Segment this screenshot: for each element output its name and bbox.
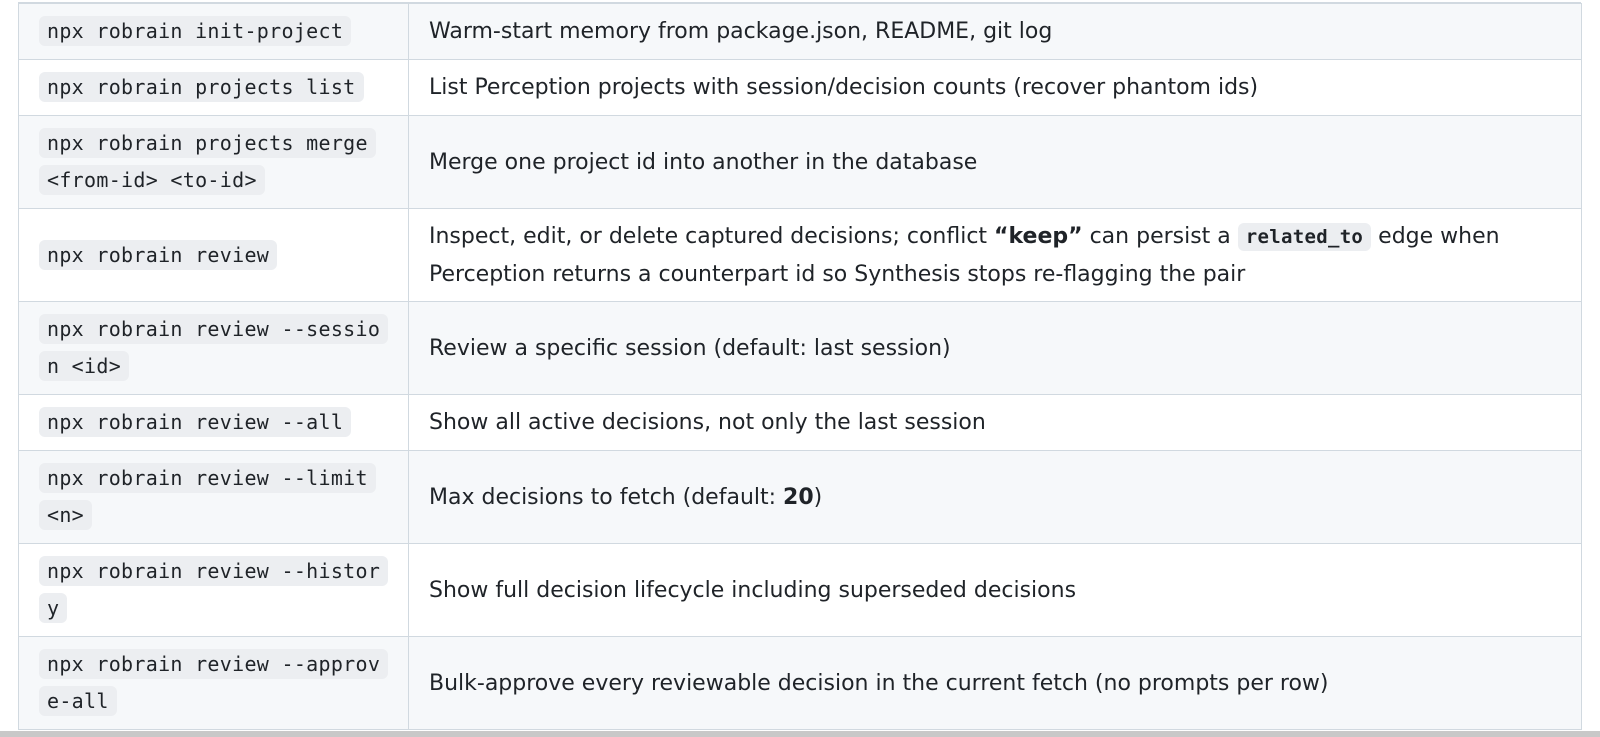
table-row: npx robrain review --session <id> Review… [18,301,1582,395]
commands-table: npx robrain init-project Warm-start memo… [18,3,1582,730]
table-row: npx robrain projects merge <from-id> <to… [18,115,1582,209]
command-cell: npx robrain projects merge <from-id> <to… [18,115,409,209]
description-cell: Max decisions to fetch (default: 20) [408,450,1582,544]
command-cell: npx robrain review --all [18,394,409,451]
horizontal-scrollbar[interactable] [0,731,1600,737]
default-value: 20 [783,484,814,510]
command-cell: npx robrain review --session <id> [18,301,409,395]
description-cell: Show all active decisions, not only the … [408,394,1582,451]
keep-emphasis: “keep” [994,223,1083,249]
table-row: npx robrain review --history Show full d… [18,543,1582,637]
command-code: npx robrain review --limit <n> [39,463,376,530]
command-code: npx robrain review --all [39,407,352,437]
command-code: npx robrain review --history [39,556,389,623]
command-cell: npx robrain projects list [18,59,409,116]
command-code: npx robrain projects merge <from-id> <to… [39,128,376,195]
description-cell: Review a specific session (default: last… [408,301,1582,395]
command-cell: npx robrain init-project [18,3,409,60]
commands-table-container: npx robrain init-project Warm-start memo… [18,2,1582,730]
description-cell: Inspect, edit, or delete captured decisi… [408,208,1582,302]
command-cell: npx robrain review --approve-all [18,636,409,730]
command-code: npx robrain review --session <id> [39,314,389,381]
description-cell: Show full decision lifecycle including s… [408,543,1582,637]
table-row: npx robrain review --limit <n> Max decis… [18,450,1582,544]
description-cell: List Perception projects with session/de… [408,59,1582,116]
command-code: npx robrain review --approve-all [39,649,389,716]
command-cell: npx robrain review --limit <n> [18,450,409,544]
command-code: npx robrain init-project [39,16,352,46]
description-cell: Bulk-approve every reviewable decision i… [408,636,1582,730]
description-cell: Merge one project id into another in the… [408,115,1582,209]
inline-code: related_to [1237,222,1372,251]
description-cell: Warm-start memory from package.json, REA… [408,3,1582,60]
table-row: npx robrain projects list List Perceptio… [18,59,1582,116]
command-code: npx robrain review [39,239,278,270]
command-cell: npx robrain review [18,208,409,302]
table-row: npx robrain review --approve-all Bulk-ap… [18,636,1582,730]
command-cell: npx robrain review --history [18,543,409,637]
command-code: npx robrain projects list [39,72,364,102]
table-row: npx robrain init-project Warm-start memo… [18,3,1582,60]
table-row: npx robrain review Inspect, edit, or del… [18,208,1582,302]
table-row: npx robrain review --all Show all active… [18,394,1582,451]
